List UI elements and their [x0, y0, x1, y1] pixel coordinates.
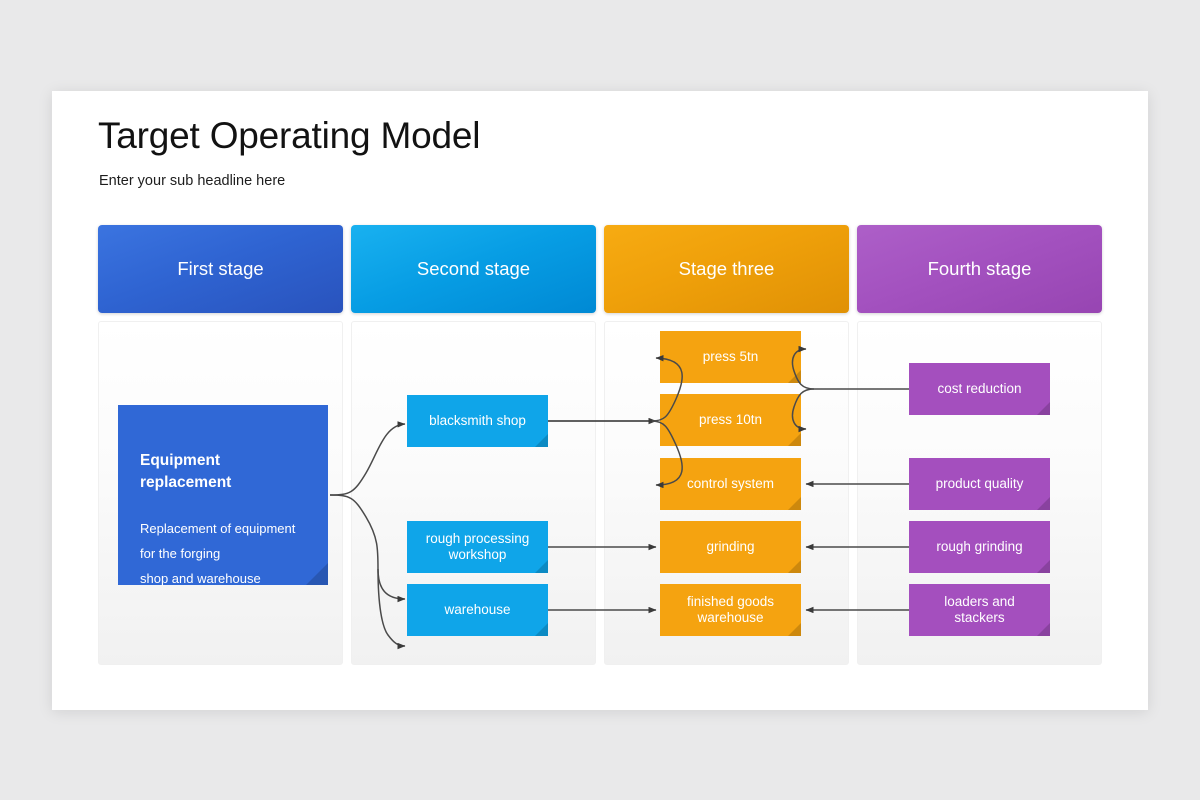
node-press-5tn[interactable]: press 5tn: [660, 331, 801, 383]
node-control-system[interactable]: control system: [660, 458, 801, 510]
stage-columns: First stage Equipment replacement Replac…: [98, 225, 1102, 665]
node-equipment-title: Equipment replacement: [140, 451, 232, 491]
node-press-5tn-label: press 5tn: [702, 349, 759, 365]
node-loaders-and-stackers-label: loaders and stackers: [944, 594, 1015, 625]
node-press-10tn-label: press 10tn: [698, 412, 763, 428]
node-warehouse-label: warehouse: [444, 602, 511, 618]
node-equipment-replacement[interactable]: Equipment replacement Replacement of equ…: [118, 405, 328, 586]
node-product-quality[interactable]: product quality: [909, 458, 1050, 510]
stage-header-two[interactable]: Second stage: [351, 225, 596, 313]
fold-corner-icon: [788, 623, 801, 636]
node-equipment-desc: Replacement of equipment for the forging…: [140, 521, 296, 586]
node-loaders-and-stackers[interactable]: loaders and stackers: [909, 584, 1050, 636]
fold-corner-icon: [788, 560, 801, 573]
node-finished-goods-warehouse[interactable]: finished goods warehouse: [660, 584, 801, 636]
node-cost-reduction[interactable]: cost reduction: [909, 363, 1050, 415]
stage-header-three-label: Stage three: [678, 258, 775, 279]
node-blacksmith-shop-label: blacksmith shop: [429, 413, 526, 429]
fold-corner-icon: [535, 560, 548, 573]
node-rough-processing-workshop-label: rough processing workshop: [425, 531, 530, 562]
fold-corner-icon: [788, 433, 801, 446]
fold-corner-icon: [535, 434, 548, 447]
node-cost-reduction-label: cost reduction: [937, 381, 1022, 397]
page-subtitle: Enter your sub headline here: [99, 173, 286, 189]
node-rough-grinding-label: rough grinding: [936, 539, 1023, 555]
slide-card: Target Operating Model Enter your sub he…: [52, 91, 1148, 710]
fold-corner-icon: [1037, 497, 1050, 510]
fold-corner-icon: [1037, 623, 1050, 636]
fold-corner-icon: [306, 563, 328, 585]
node-rough-processing-workshop[interactable]: rough processing workshop: [407, 521, 548, 573]
stage-header-four-label: Fourth stage: [927, 258, 1032, 279]
stage-header-two-label: Second stage: [416, 258, 531, 279]
node-grinding[interactable]: grinding: [660, 521, 801, 573]
fold-corner-icon: [1037, 402, 1050, 415]
stage-column-three: Stage three press 5tn press 10tn control…: [604, 225, 849, 665]
fold-corner-icon: [788, 497, 801, 510]
node-rough-grinding[interactable]: rough grinding: [909, 521, 1050, 573]
stage-column-two: Second stage blacksmith shop rough proce…: [351, 225, 596, 665]
node-grinding-label: grinding: [706, 539, 755, 555]
node-finished-goods-warehouse-label: finished goods warehouse: [686, 594, 775, 625]
node-product-quality-label: product quality: [935, 476, 1024, 492]
stage-header-four[interactable]: Fourth stage: [857, 225, 1102, 313]
stage-column-one: First stage Equipment replacement Replac…: [98, 225, 343, 665]
node-blacksmith-shop[interactable]: blacksmith shop: [407, 395, 548, 447]
node-warehouse[interactable]: warehouse: [407, 584, 548, 636]
node-control-system-label: control system: [686, 476, 775, 492]
stage-header-one[interactable]: First stage: [98, 225, 343, 313]
stage-column-four: Fourth stage cost reduction product qual…: [857, 225, 1102, 665]
fold-corner-icon: [788, 370, 801, 383]
fold-corner-icon: [535, 623, 548, 636]
stage-header-one-label: First stage: [177, 258, 264, 279]
node-press-10tn[interactable]: press 10tn: [660, 394, 801, 446]
stage-header-three[interactable]: Stage three: [604, 225, 849, 313]
fold-corner-icon: [1037, 560, 1050, 573]
page-title: Target Operating Model: [98, 115, 481, 156]
